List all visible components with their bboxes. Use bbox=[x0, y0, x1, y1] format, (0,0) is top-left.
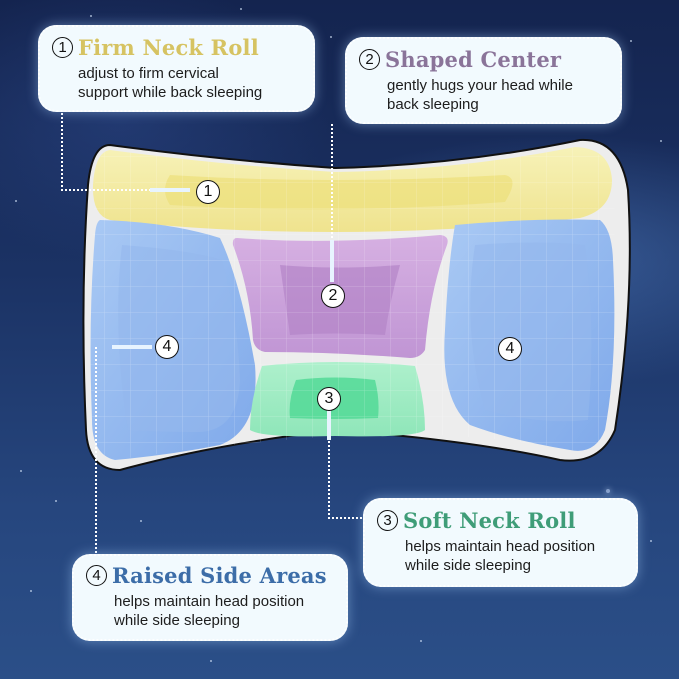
description-line: while side sleeping bbox=[405, 557, 531, 574]
description-line: helps maintain head position bbox=[114, 593, 305, 610]
star bbox=[210, 660, 212, 662]
marker-raised-side-right: 4 bbox=[498, 337, 522, 361]
marker-raised-side-left: 4 bbox=[155, 335, 179, 359]
callout-description: gently hugs your head while back sleepin… bbox=[359, 76, 622, 114]
star bbox=[660, 140, 662, 142]
connector-3 bbox=[328, 413, 368, 519]
callout-title: Raised Side Areas bbox=[112, 563, 327, 588]
connector-lines bbox=[61, 105, 368, 556]
star bbox=[20, 470, 22, 472]
star bbox=[30, 590, 32, 592]
marker-soft-neck-roll: 3 bbox=[317, 387, 341, 411]
star bbox=[15, 200, 17, 202]
description-line: gently hugs your head while bbox=[387, 77, 573, 94]
description-line: adjust to firm cervical bbox=[78, 65, 219, 82]
callout-title: Shaped Center bbox=[385, 47, 562, 72]
star bbox=[140, 520, 142, 522]
callout-description: helps maintain head position while side … bbox=[377, 537, 638, 575]
callout-shaped-center: 2 Shaped Center gently hugs your head wh… bbox=[345, 37, 622, 124]
star bbox=[55, 500, 57, 502]
callout-title: Firm Neck Roll bbox=[78, 35, 259, 60]
number-badge: 3 bbox=[377, 510, 398, 531]
connector-1 bbox=[61, 105, 155, 191]
callout-soft-neck-roll: 3 Soft Neck Roll helps maintain head pos… bbox=[363, 498, 638, 587]
star bbox=[420, 640, 422, 642]
star bbox=[90, 15, 92, 17]
callout-title: Soft Neck Roll bbox=[403, 508, 576, 533]
number-badge: 4 bbox=[86, 565, 107, 586]
star bbox=[606, 489, 610, 493]
description-line: while side sleeping bbox=[114, 612, 240, 629]
description-line: helps maintain head position bbox=[405, 538, 596, 555]
marker-shaped-center: 2 bbox=[321, 284, 345, 308]
star bbox=[650, 540, 652, 542]
star bbox=[330, 36, 332, 38]
description-line: support while back sleeping bbox=[78, 84, 263, 101]
number-badge: 2 bbox=[359, 49, 380, 70]
star bbox=[240, 8, 242, 10]
description-line: back sleeping bbox=[387, 96, 479, 113]
callout-raised-side-areas: 4 Raised Side Areas helps maintain head … bbox=[72, 554, 348, 641]
callout-firm-neck-roll: 1 Firm Neck Roll adjust to firm cervical… bbox=[38, 25, 315, 112]
callout-description: adjust to firm cervical support while ba… bbox=[52, 64, 315, 102]
star bbox=[630, 40, 632, 42]
number-badge: 1 bbox=[52, 37, 73, 58]
callout-description: helps maintain head position while side … bbox=[86, 592, 348, 630]
marker-firm-neck-roll: 1 bbox=[196, 180, 220, 204]
